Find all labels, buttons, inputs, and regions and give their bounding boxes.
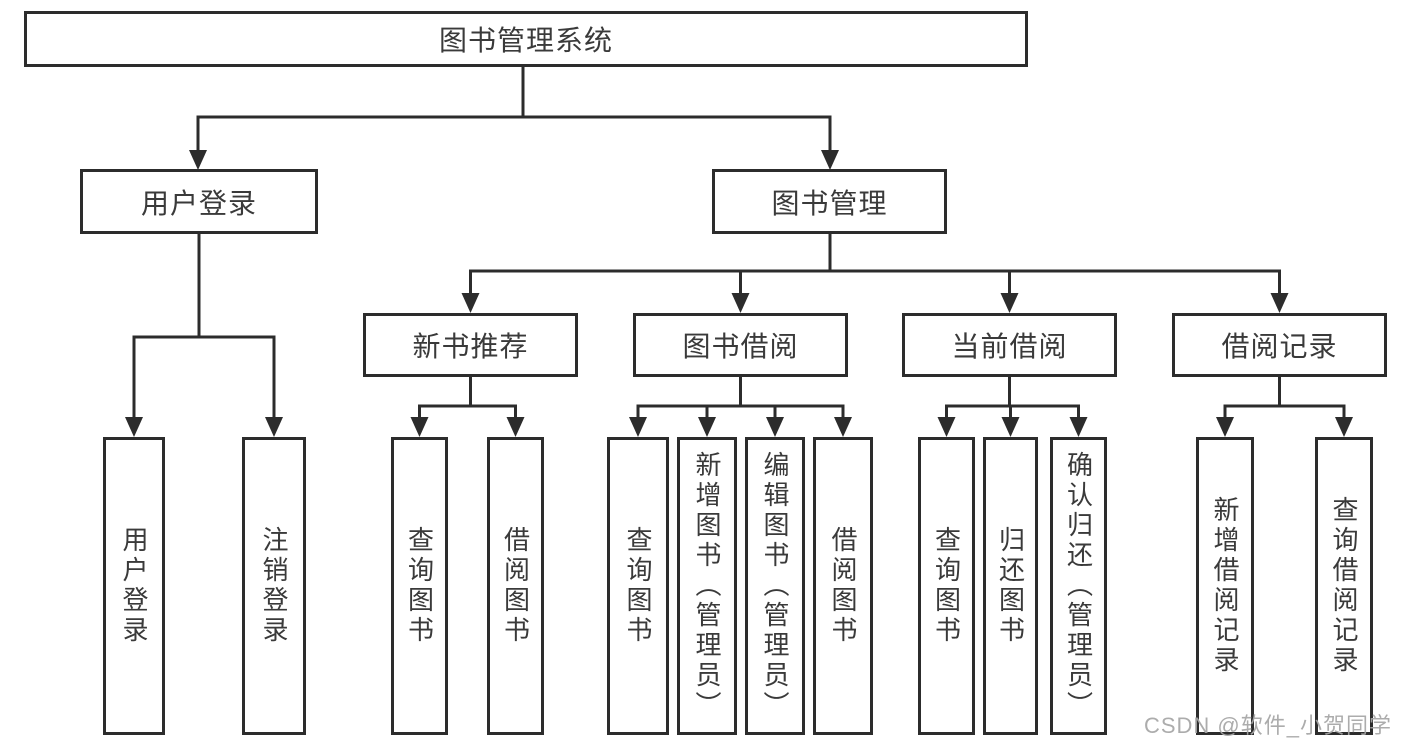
edge-current-borrowing-children [945, 375, 1080, 420]
node-label: 注销登录 [259, 526, 289, 646]
node-label: 图书借阅 [682, 331, 799, 362]
arrow-icon [1270, 293, 1289, 313]
leaf-query-borrow-record: 查询借阅记录 [1315, 437, 1373, 735]
edge-user-login-children [132, 232, 276, 420]
node-label: 借阅图书 [828, 526, 858, 646]
node-label: 图书管理系统 [438, 25, 613, 56]
arrow-icon [410, 417, 429, 437]
node-label: 查询图书 [404, 526, 435, 646]
arrow-icon [1335, 417, 1353, 437]
leaf-borrow-books-borrowing: 借阅图书 [813, 437, 873, 735]
node-new-book-recommendation: 新书推荐 [363, 313, 578, 377]
node-label: 编辑图书（管理员） [760, 451, 790, 721]
edge-new-book-recommendation-children [418, 375, 517, 420]
edge-book-borrowing-children [636, 375, 845, 420]
arrow-icon [834, 417, 852, 437]
leaf-add-borrow-record: 新增借阅记录 [1196, 437, 1254, 735]
node-label: 图书管理 [771, 187, 888, 219]
node-label: 当前借阅 [951, 331, 1068, 362]
node-label: 借阅记录 [1221, 331, 1338, 362]
arrow-icon [821, 150, 839, 170]
leaf-return-books: 归还图书 [983, 437, 1038, 735]
arrow-icon [937, 417, 956, 437]
node-label: 新书推荐 [412, 331, 529, 362]
arrow-icon [265, 417, 283, 437]
node-label: 新增借阅记录 [1210, 496, 1240, 676]
node-label: 查询图书 [931, 526, 962, 646]
csdn-watermark: CSDN @软件_小贺同学 [1143, 713, 1392, 738]
leaf-add-books-admin: 新增图书（管理员） [677, 437, 737, 735]
edge-borrowing-records-children [1223, 375, 1346, 420]
arrow-icon [1216, 417, 1234, 437]
node-label: 归还图书 [995, 526, 1026, 646]
leaf-edit-books-admin: 编辑图书（管理员） [745, 437, 805, 735]
node-label: 用户登录 [140, 187, 257, 219]
arrow-icon [766, 417, 784, 437]
node-label: 查询图书 [623, 526, 653, 646]
leaf-query-books-borrowing: 查询图书 [607, 437, 669, 735]
arrow-icon [189, 150, 207, 170]
arrow-icon [506, 417, 525, 437]
edge-root-children [196, 65, 832, 153]
node-label: 确认归还（管理员） [1063, 451, 1094, 721]
node-book-borrowing: 图书借阅 [633, 313, 848, 377]
edge-book-management-children [469, 232, 1281, 296]
arrow-icon [698, 417, 716, 437]
arrow-icon [629, 417, 647, 437]
arrow-icon [731, 293, 750, 313]
node-label: 用户登录 [119, 526, 149, 646]
leaf-borrow-books-recommend: 借阅图书 [487, 437, 544, 735]
node-borrowing-records: 借阅记录 [1172, 313, 1387, 377]
leaf-confirm-return-admin: 确认归还（管理员） [1050, 437, 1107, 735]
leaf-user-login: 用户登录 [103, 437, 165, 735]
arrow-icon [125, 417, 143, 437]
node-user-login: 用户登录 [80, 169, 318, 234]
node-current-borrowing: 当前借阅 [902, 313, 1117, 377]
arrow-icon [1069, 417, 1088, 437]
arrow-icon [1001, 417, 1020, 437]
node-label: 查询借阅记录 [1329, 496, 1359, 676]
node-book-management: 图书管理 [712, 169, 947, 234]
arrow-icon [461, 293, 480, 313]
node-label: 新增图书（管理员） [692, 451, 722, 721]
node-label: 借阅图书 [500, 526, 531, 646]
node-book-management-system: 图书管理系统 [24, 11, 1028, 67]
arrowheads [125, 150, 1353, 437]
arrow-icon [1000, 293, 1019, 313]
leaf-logout-login: 注销登录 [242, 437, 306, 735]
leaf-query-books-current: 查询图书 [918, 437, 975, 735]
leaf-query-books-recommend: 查询图书 [391, 437, 448, 735]
